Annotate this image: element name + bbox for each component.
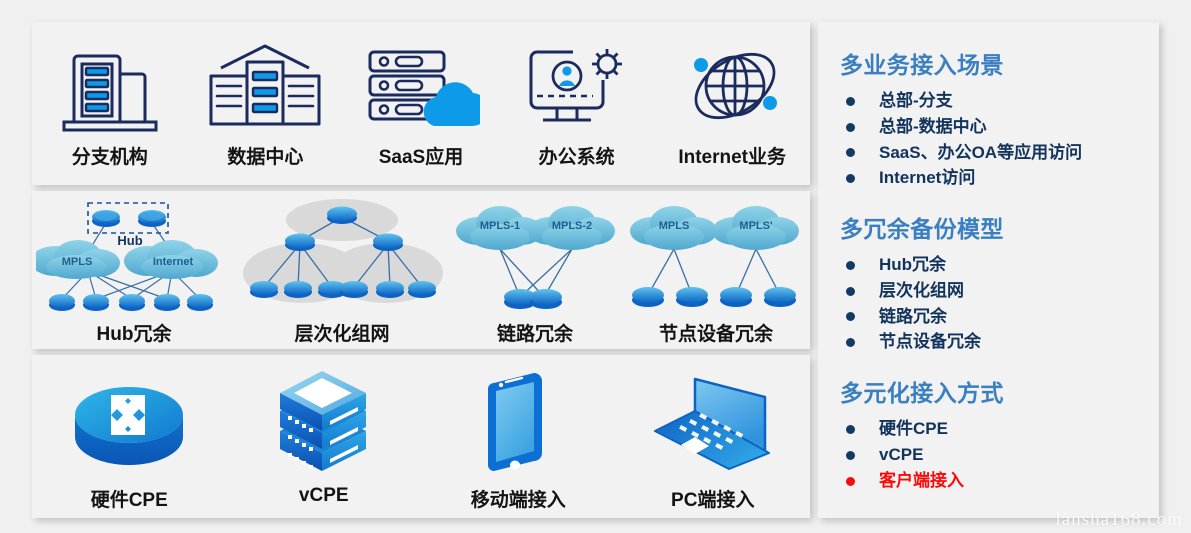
tile-label: 硬件CPE — [90, 490, 168, 511]
saas-cloud-server-icon — [362, 36, 480, 132]
panel-access-scenarios: 分支机构 — [32, 22, 810, 185]
section-title: 多业务接入场景 — [840, 52, 1004, 78]
panel-summary-sidebar: 多业务接入场景 总部-分支 总部-数据中心 SaaS、办公OA等应用访问 — [818, 22, 1159, 518]
tile-office-system[interactable]: 办公系统 — [499, 22, 655, 169]
list-item-label: 总部-数据中心 — [879, 116, 987, 136]
hardware-cpe-router-icon — [67, 367, 191, 477]
list-item[interactable]: 总部-分支 — [840, 90, 1143, 113]
tile-node-redundancy[interactable]: MPLS MPLS' — [626, 191, 806, 346]
bullet-icon — [846, 286, 855, 296]
tile-label: 分支机构 — [71, 147, 148, 168]
list-item[interactable]: Hub冗余 — [840, 254, 1143, 277]
internet-globe-icon — [677, 36, 787, 132]
tile-label: vCPE — [298, 485, 349, 506]
list-item-label: 硬件CPE — [879, 419, 948, 439]
tile-label: PC端接入 — [671, 490, 755, 511]
list-item-label: 总部-分支 — [879, 91, 953, 110]
svg-text:MPLS-1: MPLS-1 — [480, 220, 520, 232]
tile-label: 移动端接入 — [470, 490, 566, 511]
list-item[interactable]: 节点设备冗余 — [840, 331, 1143, 354]
section-title: 多冗余备份模型 — [840, 216, 1004, 243]
tile-label: 数据中心 — [227, 147, 304, 168]
tile-label: SaaS应用 — [378, 147, 464, 168]
list-item-label: 层次化组网 — [879, 280, 964, 300]
link-redundancy-diagram: MPLS-1 MPLS-2 — [452, 195, 618, 317]
bullet-icon — [846, 450, 855, 460]
tile-vcpe[interactable]: vCPE — [234, 355, 414, 507]
bullet-icon — [846, 122, 855, 132]
sidebar-section-scenarios: 多业务接入场景 总部-分支 总部-数据中心 SaaS、办公OA等应用访问 — [840, 46, 1143, 190]
bullet-icon — [846, 425, 855, 434]
office-system-monitor-icon — [521, 36, 633, 132]
list-item-label: SaaS、办公OA等应用访问 — [879, 142, 1083, 162]
list-item[interactable]: 总部-数据中心 — [840, 116, 1143, 139]
sidebar-content: 多业务接入场景 总部-分支 总部-数据中心 SaaS、办公OA等应用访问 — [840, 46, 1143, 512]
tile-label: 层次化组网 — [294, 324, 390, 345]
data-center-icon — [205, 36, 325, 132]
list-item-label: vCPE — [879, 444, 924, 464]
panel-redundancy-models: MPLS Internet Hub — [32, 191, 810, 349]
bullet-icon — [846, 148, 855, 158]
tile-mobile-access[interactable]: 移动端接入 — [428, 355, 608, 512]
tile-label: Internet业务 — [678, 147, 787, 168]
list-item[interactable]: 链路冗余 — [840, 306, 1143, 329]
bullet-icon — [846, 260, 855, 270]
redundancy-tiles: MPLS Internet Hub — [32, 191, 810, 349]
access-tiles: 硬件CPE — [32, 355, 810, 518]
tile-hierarchical-network[interactable]: 层次化组网 — [240, 191, 444, 346]
tile-saas-application[interactable]: SaaS应用 — [343, 22, 499, 169]
bullet-icon — [846, 312, 855, 322]
bullet-icon — [846, 96, 855, 106]
svg-text:MPLS: MPLS — [62, 256, 93, 268]
bullet-icon — [846, 476, 855, 486]
list-item-label: 节点设备冗余 — [879, 332, 981, 352]
list-item-label: 链路冗余 — [879, 306, 947, 326]
tile-hardware-cpe[interactable]: 硬件CPE — [39, 355, 219, 512]
bullet-icon — [846, 174, 855, 184]
tile-pc-access[interactable]: PC端接入 — [623, 355, 803, 512]
list-item[interactable]: 层次化组网 — [840, 280, 1143, 303]
list-item-label: Hub冗余 — [879, 255, 947, 275]
mobile-phone-icon — [472, 367, 564, 477]
bullet-icon — [846, 338, 855, 348]
section-title: 多元化接入方式 — [840, 380, 1004, 407]
list-item-highlighted[interactable]: 客户端接入 — [840, 470, 1143, 493]
section-list: Hub冗余 层次化组网 链路冗余 节点设备冗余 — [840, 254, 1143, 354]
svg-text:Internet: Internet — [153, 256, 194, 268]
list-item-label: Internet访问 — [879, 168, 976, 188]
laptop-icon — [647, 367, 779, 477]
tile-label: 办公系统 — [538, 147, 615, 168]
list-item[interactable]: SaaS、办公OA等应用访问 — [840, 142, 1143, 165]
hierarchical-network-diagram — [240, 195, 444, 317]
section-list: 总部-分支 总部-数据中心 SaaS、办公OA等应用访问 Internet访问 — [840, 90, 1143, 190]
svg-text:Hub: Hub — [117, 233, 142, 248]
office-building-icon — [56, 36, 164, 132]
tile-internet-service[interactable]: Internet业务 — [654, 22, 810, 169]
tile-hub-redundancy[interactable]: MPLS Internet Hub — [36, 191, 232, 346]
list-item[interactable]: Internet访问 — [840, 167, 1143, 190]
watermark: lansha168.com — [1055, 509, 1183, 530]
tile-label: Hub冗余 — [96, 324, 172, 345]
vcpe-server-stack-icon — [270, 367, 378, 477]
panel-access-methods: 硬件CPE — [32, 355, 810, 518]
svg-text:MPLS: MPLS — [659, 220, 690, 232]
svg-text:MPLS': MPLS' — [739, 220, 773, 232]
hub-redundancy-diagram: MPLS Internet Hub — [36, 195, 232, 317]
tile-label: 链路冗余 — [496, 324, 573, 345]
node-redundancy-diagram: MPLS MPLS' — [626, 195, 806, 317]
tile-link-redundancy[interactable]: MPLS-1 MPLS-2 — [452, 191, 618, 346]
list-item[interactable]: 硬件CPE — [840, 418, 1143, 441]
sidebar-section-access: 多元化接入方式 硬件CPE vCPE 客户端接入 — [840, 374, 1143, 492]
scenario-tiles: 分支机构 — [32, 22, 810, 185]
svg-text:MPLS-2: MPLS-2 — [552, 220, 592, 232]
tile-branch-office[interactable]: 分支机构 — [32, 22, 188, 169]
tile-data-center[interactable]: 数据中心 — [188, 22, 344, 169]
section-list: 硬件CPE vCPE 客户端接入 — [840, 418, 1143, 492]
sidebar-section-redundancy: 多冗余备份模型 Hub冗余 层次化组网 链路冗余 — [840, 210, 1143, 354]
list-item-label: 客户端接入 — [879, 470, 964, 490]
tile-label: 节点设备冗余 — [658, 324, 773, 345]
list-item[interactable]: vCPE — [840, 444, 1143, 467]
